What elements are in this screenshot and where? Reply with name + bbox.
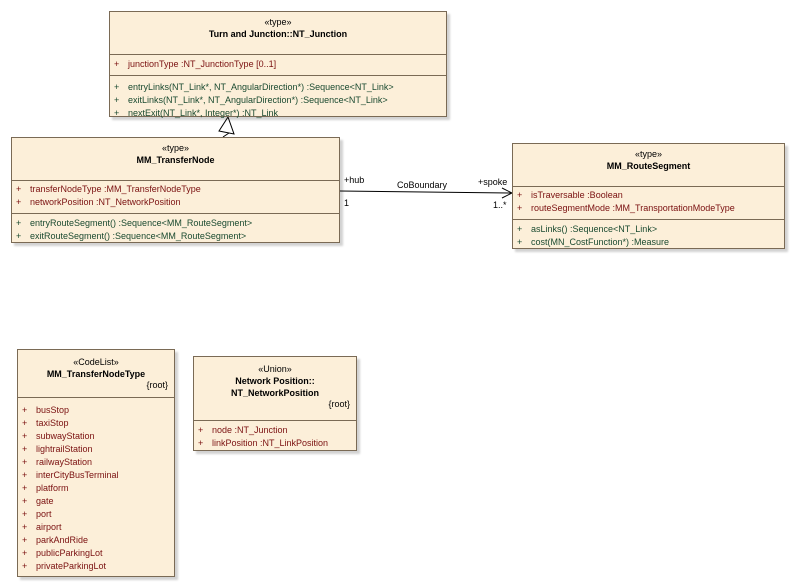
- operation-compartment: +entryLinks(NT_Link*, NT_AngularDirectio…: [110, 75, 446, 120]
- attribute-row[interactable]: +isTraversable :Boolean: [517, 190, 623, 200]
- root-tag: {root}: [146, 380, 168, 390]
- class-header: «type» MM_TransferNode: [12, 138, 339, 180]
- enum-literal[interactable]: +taxiStop: [22, 418, 69, 428]
- enum-literal[interactable]: +gate: [22, 496, 54, 506]
- operation-row[interactable]: +cost(MN_CostFunction*) :Measure: [517, 237, 670, 247]
- association-source-multiplicity: 1: [344, 198, 350, 208]
- class-nt-junction[interactable]: «type» Turn and Junction::NT_Junction +j…: [109, 11, 447, 120]
- attribute-row[interactable]: +linkPosition :NT_LinkPosition: [198, 438, 329, 448]
- enum-literal[interactable]: +publicParkingLot: [22, 548, 103, 558]
- enum-literal[interactable]: +platform: [22, 483, 69, 493]
- stereotype-label: «type»: [161, 143, 190, 153]
- class-header: «Union» Network Position:: NT_NetworkPos…: [194, 357, 356, 420]
- enum-literal[interactable]: +lightrailStation: [22, 444, 93, 454]
- association-name: CoBoundary: [397, 180, 448, 190]
- literal-compartment: +busStop +taxiStop +subwayStation +light…: [18, 397, 174, 573]
- operation-compartment: +asLinks() :Sequence<NT_Link> +cost(MN_C…: [513, 219, 784, 249]
- association-target-multiplicity: 1..*: [493, 200, 507, 210]
- operation-row[interactable]: +entryRouteSegment() :Sequence<MM_RouteS…: [16, 218, 253, 228]
- operation-row[interactable]: +asLinks() :Sequence<NT_Link>: [517, 224, 658, 234]
- class-name-line2: NT_NetworkPosition: [230, 388, 319, 398]
- operation-row[interactable]: +exitRouteSegment() :Sequence<MM_RouteSe…: [16, 231, 247, 241]
- coboundary-association-line: [339, 190, 513, 194]
- class-name: MM_TransferNode: [136, 155, 215, 165]
- class-header: «type» Turn and Junction::NT_Junction: [110, 12, 446, 54]
- attribute-compartment: +junctionType :NT_JunctionType [0..1]: [110, 54, 446, 75]
- operation-row[interactable]: +entryLinks(NT_Link*, NT_AngularDirectio…: [114, 82, 394, 92]
- class-name: MM_RouteSegment: [606, 161, 691, 171]
- attribute-row[interactable]: +routeSegmentMode :MM_TransportationMode…: [517, 203, 735, 213]
- association-source-role: +hub: [344, 175, 365, 185]
- class-nt-network-position[interactable]: «Union» Network Position:: NT_NetworkPos…: [193, 356, 357, 451]
- enum-literal[interactable]: +interCityBusTerminal: [22, 470, 119, 480]
- stereotype-label: «type»: [264, 17, 292, 27]
- association-target-role: +spoke: [478, 177, 508, 187]
- class-mm-transfer-node[interactable]: «type» MM_TransferNode +transferNodeType…: [11, 137, 340, 243]
- enum-literal[interactable]: +railwayStation: [22, 457, 93, 467]
- attribute-row[interactable]: +transferNodeType :MM_TransferNodeType: [16, 184, 201, 194]
- class-name: MM_TransferNodeType: [46, 369, 146, 379]
- generalization-line: [222, 132, 230, 138]
- enum-literal[interactable]: +subwayStation: [22, 431, 95, 441]
- operation-row[interactable]: +nextExit(NT_Link*, Integer*) :NT_Link: [114, 108, 279, 118]
- enum-literal[interactable]: +port: [22, 509, 52, 519]
- attribute-row[interactable]: +networkPosition :NT_NetworkPosition: [16, 197, 181, 207]
- class-mm-route-segment[interactable]: «type» MM_RouteSegment +isTraversable :B…: [512, 143, 785, 249]
- enum-literal[interactable]: +busStop: [22, 405, 70, 415]
- root-tag: {root}: [328, 399, 350, 409]
- attribute-compartment: +isTraversable :Boolean +routeSegmentMod…: [513, 186, 784, 219]
- operation-compartment: +entryRouteSegment() :Sequence<MM_RouteS…: [12, 213, 339, 243]
- stereotype-label: «Union»: [258, 364, 292, 374]
- attribute-compartment: +transferNodeType :MM_TransferNodeType +…: [12, 180, 339, 213]
- stereotype-label: «CodeList»: [73, 357, 119, 367]
- class-name: Turn and Junction::NT_Junction: [208, 29, 348, 39]
- enum-literal[interactable]: +privateParkingLot: [22, 561, 107, 571]
- attribute-row[interactable]: +node :NT_Junction: [198, 425, 288, 435]
- class-name-line1: Network Position::: [235, 376, 315, 386]
- enum-literal[interactable]: +parkAndRide: [22, 535, 89, 545]
- stereotype-label: «type»: [634, 149, 663, 159]
- attribute-compartment: +node :NT_Junction +linkPosition :NT_Lin…: [194, 420, 356, 450]
- operation-row[interactable]: +exitLinks(NT_Link*, NT_AngularDirection…: [114, 95, 388, 105]
- class-header: «type» MM_RouteSegment: [513, 144, 784, 186]
- generalization-arrowhead: [218, 115, 235, 135]
- enum-literal[interactable]: +airport: [22, 522, 62, 532]
- attribute-row[interactable]: +junctionType :NT_JunctionType [0..1]: [114, 59, 277, 69]
- class-header: «CodeList» MM_TransferNodeType {root}: [18, 350, 174, 397]
- class-mm-transfer-node-type[interactable]: «CodeList» MM_TransferNodeType {root} +b…: [17, 349, 175, 577]
